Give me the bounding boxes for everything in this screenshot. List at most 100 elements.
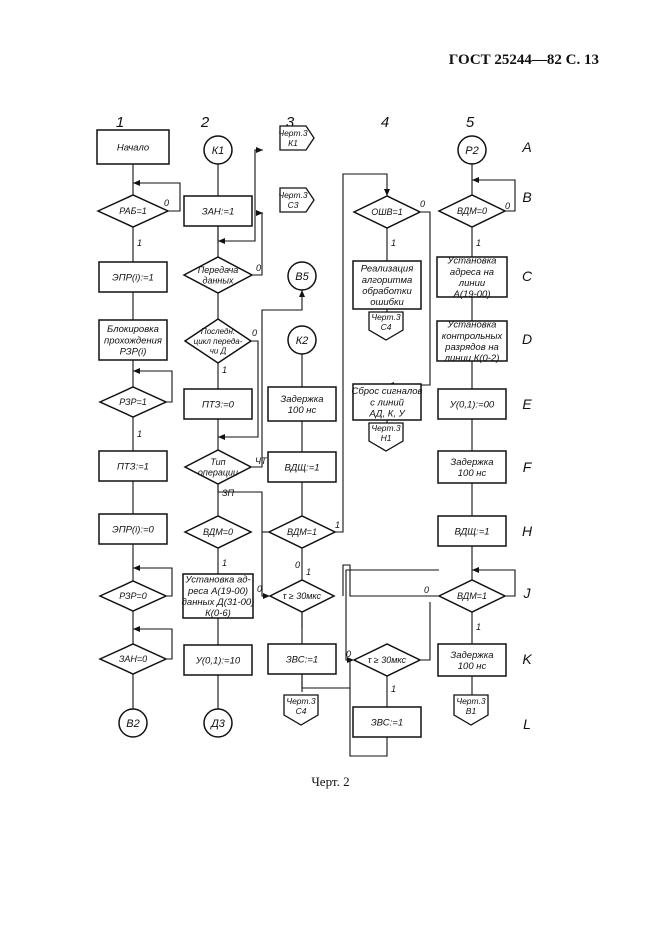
- node-text: ЭПР(i):=1: [112, 272, 154, 283]
- process-box: [183, 388, 253, 420]
- decision-diamond: [352, 643, 422, 677]
- figure-caption: Черт. 2: [311, 774, 350, 789]
- branch-label: 0: [164, 198, 169, 208]
- node-text: Передача: [198, 265, 238, 275]
- node-text: К1: [288, 138, 298, 148]
- process-box: [182, 573, 254, 619]
- node-text: операции: [198, 467, 238, 477]
- process-box: [352, 383, 422, 421]
- node-text: Установка: [447, 320, 497, 331]
- connector-circle: [287, 261, 317, 291]
- node-text: ПТЗ:=0: [202, 399, 235, 410]
- process-box: [437, 388, 507, 420]
- row-label: A: [521, 139, 531, 155]
- node-text: τ ≥ 30мкс: [368, 655, 407, 665]
- process-box: [267, 451, 337, 483]
- node-text: Черт.3: [371, 423, 401, 433]
- decision-diamond: [96, 194, 170, 228]
- node-text: Р2: [465, 145, 478, 157]
- node-text: Тип: [210, 457, 225, 467]
- node-text: Начало: [117, 142, 149, 153]
- branch-label: 1: [391, 684, 396, 694]
- branch-label: ЗП: [222, 488, 235, 498]
- decision-diamond: [437, 579, 507, 613]
- branch-label: 1: [222, 558, 227, 568]
- node-text: РЗР=0: [119, 591, 147, 601]
- node-text: ВДЩ:=1: [454, 526, 489, 537]
- branch-label: 1: [335, 520, 340, 530]
- node-text: ВДМ=1: [287, 527, 317, 537]
- node-text: данных Д(31-00): [182, 597, 255, 608]
- node-text: данных: [202, 275, 234, 285]
- node-text: ПТЗ:=1: [117, 461, 149, 472]
- node-c1-epr0: ЭПР(i):=0: [98, 513, 168, 545]
- node-c5-ref-b1: Черт.3В1: [453, 694, 489, 726]
- decision-diamond: [268, 579, 336, 613]
- node-c1-rab: РАБ=1: [96, 194, 170, 228]
- node-c1-zan0: ЗАН=0: [98, 643, 168, 675]
- node-text: Реализация: [361, 264, 414, 275]
- node-c3-vdm1: ВДМ=1: [267, 515, 337, 549]
- node-text: К1: [212, 145, 225, 157]
- node-text: 100 нс: [458, 468, 487, 479]
- node-c3-vdsh1: ВДЩ:=1: [267, 451, 337, 483]
- node-text: ЗВС:=1: [286, 654, 318, 665]
- node-text: Блокировка: [107, 324, 159, 335]
- node-text: К(0-6): [205, 608, 231, 619]
- node-text: ВДМ=0: [457, 206, 487, 216]
- node-text: алгоритма: [362, 275, 413, 286]
- row-label: L: [523, 716, 531, 732]
- row-label: B: [522, 189, 531, 205]
- decision-diamond: [183, 515, 253, 549]
- decision-diamond: [267, 515, 337, 549]
- process-box: [437, 643, 507, 677]
- offpage-connector: [279, 125, 315, 151]
- node-c2-d3: Д3: [203, 708, 233, 738]
- node-text: Черт.3: [456, 696, 486, 706]
- process-box: [437, 450, 507, 484]
- column-label: 1: [116, 114, 124, 131]
- node-text: А(19-00): [453, 289, 491, 300]
- node-text: АД, К, У: [368, 408, 405, 419]
- process-box: [96, 129, 170, 165]
- node-text: линии: [458, 278, 486, 289]
- branch-label: 1: [137, 238, 142, 248]
- node-text: 100 нс: [288, 405, 317, 416]
- row-label: F: [523, 459, 533, 475]
- process-box: [352, 260, 422, 310]
- column-label: 4: [381, 114, 389, 131]
- node-text: К2: [296, 335, 309, 347]
- node-c5-vdm0: ВДМ=0: [437, 194, 507, 228]
- node-text: Последн.: [201, 327, 235, 336]
- node-c2-last: Последн.цикл переда-чи Д: [183, 318, 253, 364]
- branch-label: 1: [391, 238, 396, 248]
- process-box: [183, 195, 253, 227]
- node-c1-rzr1: РЗР=1: [98, 386, 168, 418]
- node-text: С4: [296, 706, 307, 716]
- node-text: адреса на: [450, 267, 494, 278]
- column-label: 2: [200, 114, 210, 131]
- decision-diamond: [437, 194, 507, 228]
- branch-label: 1: [306, 567, 311, 577]
- node-text: Черт.3: [278, 128, 308, 138]
- connector-circle: [203, 708, 233, 738]
- node-text: Установка: [447, 256, 497, 267]
- process-box: [436, 320, 508, 362]
- node-text: τ ≥ 30мкс: [283, 591, 322, 601]
- node-text: РЗР=1: [119, 397, 147, 407]
- node-text: с линий: [370, 397, 405, 408]
- branch-label: 0: [257, 584, 262, 594]
- process-box: [267, 643, 337, 675]
- node-text: ЗАН:=1: [202, 206, 235, 217]
- offpage-connector: [453, 694, 489, 726]
- offpage-connector: [279, 187, 315, 213]
- node-text: У(0,1):=00: [449, 399, 495, 410]
- node-text: ВДМ=0: [203, 527, 233, 537]
- node-text: Сброс сигналов: [352, 386, 423, 397]
